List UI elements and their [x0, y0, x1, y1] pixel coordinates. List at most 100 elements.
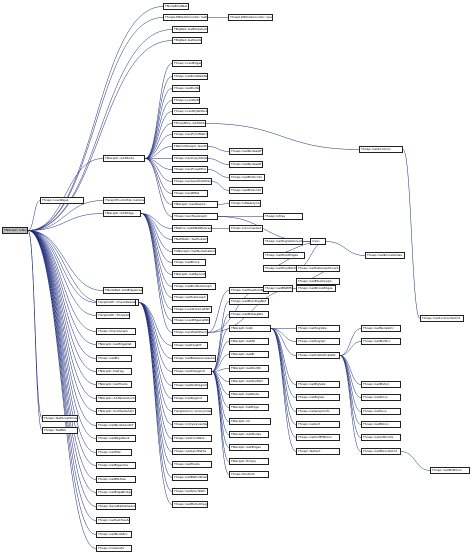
- graph-node[interactable]: TSnap::GetEdgeBridges: [96, 489, 132, 496]
- graph-node[interactable]: TSnap::GenForestFire: [172, 166, 208, 173]
- graph-node[interactable]: TSnap::LoadEdgeListStr: [172, 317, 210, 324]
- graph-node[interactable]: TNGraph::GetNodes: [229, 431, 269, 438]
- graph-node[interactable]: TSnap::GenRMat: [172, 190, 208, 197]
- graph-node[interactable]: TNGraph::Empty: [229, 458, 269, 465]
- graph-node[interactable]: main: [310, 238, 326, 245]
- graph-node[interactable]: TNodeEDatNet::Dat: [163, 3, 189, 10]
- graph-node[interactable]: TSnap::GetRndWalk: [172, 85, 200, 92]
- graph-node[interactable]: TSnap::GetMxWcc: [361, 338, 401, 345]
- graph-node[interactable]: TSnap::GetSngValsCount: [263, 238, 303, 245]
- graph-node[interactable]: TSnap::GetNodesAtHops: [229, 148, 263, 155]
- graph-node[interactable]: TGraphAttr::TGraphAttr: [96, 312, 130, 319]
- graph-node[interactable]: TSnap::Get1CnCom: [359, 146, 403, 153]
- graph-node[interactable]: TSnap::GetBfsFullDiam: [172, 474, 208, 481]
- graph-node[interactable]: TNodeNet::AddEdgeGraph: [103, 287, 143, 294]
- graph-node[interactable]: TSnap::IsWeaklyConn: [229, 200, 261, 207]
- graph-node[interactable]: TSnap::GetDegCnt: [172, 395, 208, 402]
- graph-node[interactable]: TSnap::GetHits: [96, 449, 132, 456]
- graph-node[interactable]: TSnap::GetKCore: [172, 259, 206, 266]
- graph-node[interactable]: TSnap::CmtyGirvanNewman: [172, 421, 208, 428]
- graph-node[interactable]: TMemOfGraph::GenPrefAttach: [172, 143, 208, 150]
- graph-node[interactable]: TSnap::GetClustCf: [172, 342, 208, 349]
- graph-node[interactable]: TNGraph::AddEdge: [103, 210, 141, 217]
- graph-node[interactable]: TSnap::GetSngVec: [296, 338, 340, 345]
- graph-node[interactable]: TSnap::GetMxInDegNId: [229, 298, 269, 305]
- graph-node[interactable]: TSnap::GetNodesAtHop: [229, 161, 263, 168]
- graph-node[interactable]: TSnap::GenPrefAttach: [172, 329, 208, 336]
- graph-node[interactable]: TNGraph::GetRndNI: [229, 365, 269, 372]
- graph-node[interactable]: TSnap::GenTreeGraph: [172, 213, 218, 220]
- graph-node[interactable]: TSnap::GetBiCon: [361, 421, 401, 428]
- graph-node[interactable]: TSnap::GetKCoreNodes: [365, 252, 405, 259]
- graph-node[interactable]: TSnap::GetEigVals: [296, 381, 340, 388]
- graph-node[interactable]: TSnap::GetNodeEcc: [96, 531, 132, 538]
- graph-node[interactable]: TSnap::GenGeoPrefAttach: [172, 178, 212, 185]
- graph-node[interactable]: TSnap::SaveMatlabSparseMtx: [96, 503, 136, 510]
- graph-node[interactable]: TSnap::GetSubTreeSz: [96, 517, 130, 524]
- graph-node[interactable]: TGraphAnon::Anonymize: [172, 408, 212, 415]
- graph-node[interactable]: TNGraph::GetEdges: [229, 444, 269, 451]
- graph-node[interactable]: TSnap::GetAnf: [296, 421, 340, 428]
- graph-node[interactable]: TSnap::GetMx: [96, 355, 132, 362]
- graph-node[interactable]: TNGraph::GetRndNId: [229, 378, 269, 385]
- graph-node[interactable]: TSnap::IsConnected: [229, 225, 263, 232]
- graph-node[interactable]: TSnap::GetTriads: [172, 461, 212, 468]
- graph-node[interactable]: TSnap::GetMxScc: [361, 381, 401, 388]
- graph-node[interactable]: TSnap::GetArtPoints: [361, 434, 401, 441]
- graph-node[interactable]: TNGraph::GetEI: [229, 351, 269, 358]
- graph-node[interactable]: TSnap::GenCopyModel: [172, 155, 208, 162]
- graph-node[interactable]: TSnap::PrintInfo: [229, 471, 269, 478]
- graph-node[interactable]: TNGraph::GenRewire: [172, 201, 218, 208]
- graph-node[interactable]: TSnap::GetEigVec: [296, 394, 340, 401]
- graph-node[interactable]: TSnap::GetMxOutDegNId: [172, 501, 208, 508]
- graph-node[interactable]: TSnap::GetPageRank: [96, 435, 136, 442]
- graph-node[interactable]: TNGraph::AddNodeUnchecked: [96, 395, 136, 402]
- graph-node[interactable]: TSnap::GetNodeClustCf: [96, 422, 136, 429]
- graph-node[interactable]: TNGraph::GetNI: [229, 338, 269, 345]
- graph-node[interactable]: TSnap::GetBetweennessCentr: [172, 355, 216, 362]
- graph-node[interactable]: TSnap::GenFromMatrix: [172, 131, 208, 138]
- graph-node[interactable]: TSnap::GetRndWalkRestart: [172, 73, 208, 80]
- graph-node[interactable]: TSnap::GetTriadEdges: [263, 252, 305, 259]
- graph-node[interactable]: TSnap::TestBfs: [42, 427, 78, 434]
- graph-node[interactable]: TSnap::LoadDyNetGraphV: [172, 108, 208, 115]
- graph-node[interactable]: TSnap::GetMxSccSz: [229, 187, 263, 194]
- graph-node[interactable]: TSnap::GetShortPath: [172, 488, 208, 495]
- graph-node[interactable]: TNetStatic::GetSubGraph: [172, 236, 208, 243]
- graph-node[interactable]: TNGraph::DelEdge: [229, 404, 269, 411]
- graph-node[interactable]: TSnapUtilNodeCounter::GetNodeNoGraph: [163, 14, 208, 21]
- graph-node[interactable]: TSnap::GetLen2Paths: [172, 448, 212, 455]
- graph-node[interactable]: TSnap::GetSngVals: [296, 325, 340, 332]
- graph-node[interactable]: TNGraph::GetEdgeDat: [96, 341, 136, 348]
- graph-node[interactable]: TSnap::LoadEdgeList: [172, 60, 202, 67]
- graph-node[interactable]: TSnap::GetMxBiCon: [430, 467, 470, 474]
- graph-node[interactable]: TNGraph::GetEgonet: [172, 271, 206, 278]
- graph-node[interactable]: TSnap::LoadPajek: [40, 197, 84, 204]
- graph-node[interactable]: TNGraph::AddNode: [103, 155, 145, 162]
- graph-node[interactable]: TGraphAttr::CheckReadable: [96, 299, 136, 306]
- graph-node[interactable]: TSnap::GetESubGraph: [296, 278, 340, 285]
- graph-node[interactable]: TSnap::TestGraphDraw: [42, 415, 78, 422]
- graph-node[interactable]: TSnap::GetInDegCnt: [172, 368, 212, 375]
- graph-node[interactable]: TNGraph::Clr: [229, 418, 271, 425]
- graph-node[interactable]: TSnapUtilNodeCounter::operator(): [228, 14, 273, 21]
- graph-node[interactable]: TNGraph::SortNodeAdjV: [96, 408, 136, 415]
- graph-node[interactable]: TNGraph::DelNode: [229, 391, 269, 398]
- graph-node[interactable]: TSnap::GetOutDegCnt: [172, 382, 208, 389]
- graph-node[interactable]: TNGraph::Defrag: [96, 368, 132, 375]
- graph-node[interactable]: TSnap::GetBiConSzCnt: [361, 448, 401, 455]
- graph-node[interactable]: TSnap::GetRndSubGraph: [172, 283, 216, 290]
- graph-node[interactable]: TSnap::IsTree: [263, 213, 303, 220]
- graph-node[interactable]: TMatrix::GetRMatBsGraphFromEM: [172, 225, 212, 232]
- graph-node[interactable]: TSnap::GetAnfEffDiam: [296, 434, 340, 441]
- graph-node[interactable]: TForestFire::AddNodes: [172, 120, 206, 127]
- graph-node[interactable]: TSnap::GetEigenVec: [96, 462, 136, 469]
- graph-node[interactable]: TSnap::GetSubGraph: [172, 294, 208, 301]
- graph-node[interactable]: TGraphEnumUtils::GetGraph: [103, 197, 145, 204]
- root-node[interactable]: TNGraph::IsNode: [2, 227, 28, 234]
- graph-node[interactable]: TSnap::CheckGraph: [96, 328, 136, 335]
- graph-node[interactable]: TSnap::GetCmnNbrs: [172, 435, 212, 442]
- graph-node[interactable]: TSnap::GetSubGraphCount: [296, 265, 340, 272]
- graph-node[interactable]: TBigNet::GetSubGraph: [172, 37, 202, 44]
- graph-node[interactable]: TSnap::GetGraphInfo: [296, 408, 340, 415]
